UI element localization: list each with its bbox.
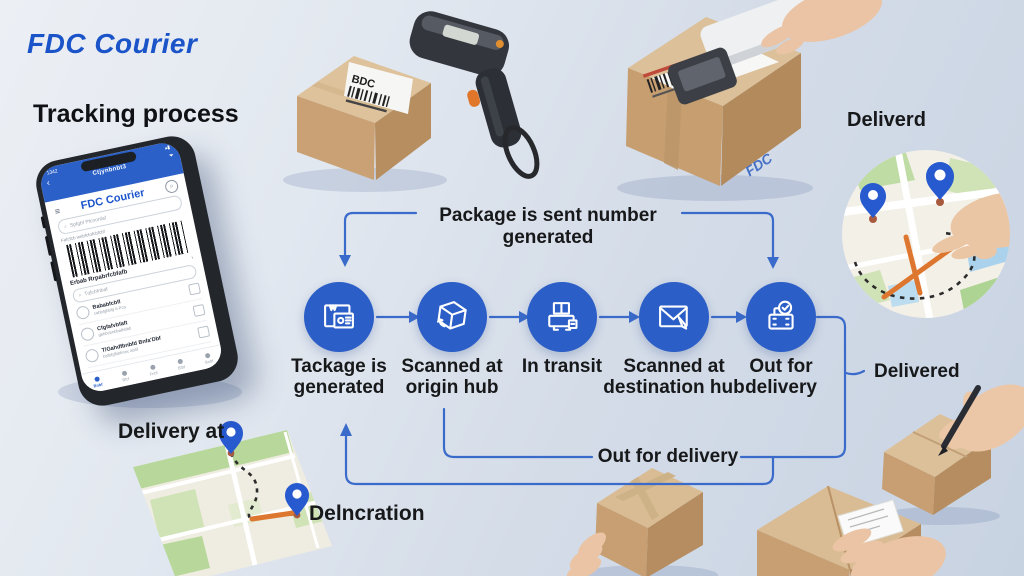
- connector-top-left: [343, 211, 418, 258]
- route-orange: [881, 234, 955, 300]
- step-package-generated: [304, 282, 374, 352]
- step-label: Scanned at destination hub: [603, 356, 745, 398]
- arrowhead-up: [340, 423, 352, 436]
- hand: [566, 532, 607, 576]
- annotation-out-for-delivery: Out for delivery: [597, 446, 739, 467]
- step-scanned-origin: [417, 282, 487, 352]
- annotation-destination: Delncration: [309, 502, 425, 525]
- step-label: Scanned at origin hub: [401, 356, 503, 398]
- arrowhead-down: [767, 257, 779, 269]
- box-with-card: [757, 485, 946, 576]
- cube-icon: [436, 301, 467, 330]
- step-in-transit: [527, 282, 597, 352]
- annotation-delivery-at: Delivery at: [118, 420, 225, 443]
- arrowhead-right: [409, 311, 420, 323]
- signing-box: [882, 384, 1024, 515]
- envelope-icon: [659, 305, 688, 330]
- box1-label-text: BDC: [350, 73, 376, 91]
- hand: [832, 528, 946, 576]
- box-check-icon: [768, 300, 794, 330]
- map-pin: [285, 483, 309, 516]
- route-dashed: [853, 231, 976, 300]
- annotation-deliverd: Deliverd: [847, 109, 926, 131]
- delivered-tick: [844, 369, 866, 376]
- barcode-scanner: [409, 11, 540, 179]
- step-scanned-destination: [639, 282, 709, 352]
- map-pin: [860, 183, 886, 218]
- shipping-label: [344, 62, 413, 114]
- connector-top-right: [680, 211, 775, 260]
- step-label: In transit: [521, 356, 603, 377]
- hand: [761, 0, 883, 55]
- brand-logo: FDC Courier: [27, 28, 198, 59]
- page-title: Tracking process: [33, 100, 239, 128]
- connector-return-loop: [344, 432, 775, 486]
- map-pin: [926, 162, 954, 200]
- map-pin: [219, 421, 243, 454]
- cardboard-box-scanning: FDC: [626, 0, 883, 186]
- cardboard-box-barcode-label: BDC: [297, 56, 431, 180]
- connector-right-loop: [739, 315, 847, 459]
- arrowhead-right: [629, 311, 640, 323]
- step-out-for-delivery: [746, 282, 816, 352]
- route-map: [133, 421, 332, 576]
- route-orange: [249, 510, 296, 522]
- connector-bottom-left: [442, 407, 594, 459]
- arrowhead-right: [736, 311, 747, 323]
- pen: [941, 385, 981, 449]
- pointing-hand: [932, 191, 1010, 260]
- arrowhead-right: [519, 311, 530, 323]
- annotation-delivered: Delivered: [874, 361, 960, 382]
- route-dashed: [229, 452, 298, 520]
- annotation-package-sent: Package is sent number generated: [439, 205, 657, 248]
- truck-icon: [548, 302, 578, 331]
- arrowhead-down: [339, 255, 351, 267]
- step-label: Tackage is generated: [291, 356, 387, 398]
- delivery-map-circle: [842, 150, 1010, 318]
- package-label-icon: [324, 304, 354, 329]
- step-label: Out for delivery: [745, 356, 817, 398]
- hand-with-pen: [938, 384, 1024, 456]
